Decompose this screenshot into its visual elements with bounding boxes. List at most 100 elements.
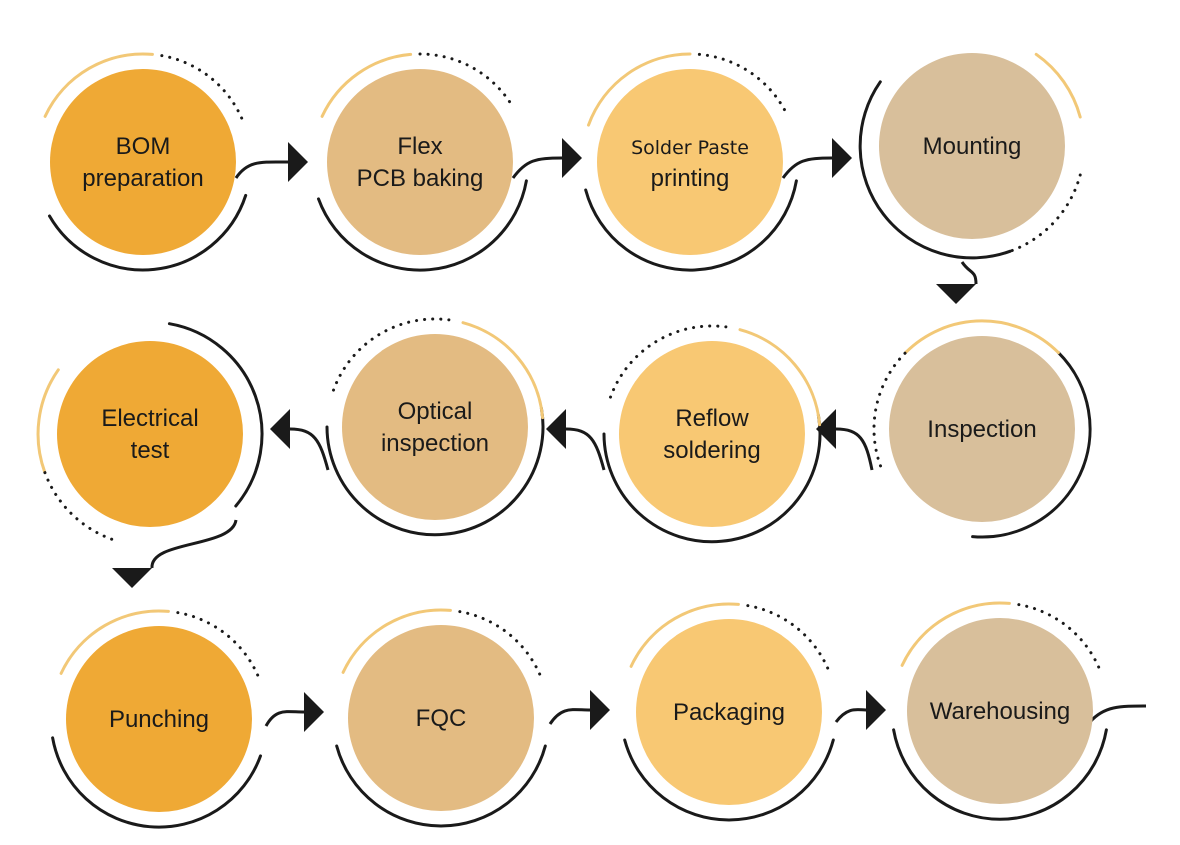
ring-solid-arc [167,322,264,508]
arrowhead-icon [590,690,610,730]
step-node-optical: Optical inspection [342,334,528,520]
connector-line [234,160,289,179]
step-solder [584,52,798,272]
ring-accent-arc [629,602,740,668]
ring-accent-arc [461,321,545,420]
connector-7 [270,409,330,471]
step-reflow [602,324,822,544]
step-circle [66,626,252,812]
ring-solid-arc [584,179,798,272]
arrowhead-icon [304,692,324,732]
step-label-line: preparation [82,165,203,192]
connector-line [835,427,874,471]
step-node-mounting: Mounting [879,53,1065,239]
connector-5 [816,409,874,471]
ring-solid-arc [892,728,1108,821]
step-label-line: Optical [398,398,473,425]
connector-12 [1088,704,1147,724]
step-punching [51,609,262,829]
connector-2 [511,138,582,179]
connector-line [565,427,606,471]
ring-dotted-arc [458,610,544,683]
step-label-line: Flex [397,133,442,160]
arrowhead-icon [936,284,976,304]
step-baking [317,52,528,272]
step-label-line: BOM [116,133,171,160]
ring-solid-arc [48,193,248,272]
step-label-line: Packaging [673,699,785,726]
step-label-line: PCB baking [357,165,484,192]
step-label-line: Inspection [927,416,1036,443]
arrowhead-icon [866,690,886,730]
step-node-warehousing: Warehousing [907,618,1093,804]
decorative-arc-layer [36,52,1108,829]
step-circle [597,69,783,255]
connector-line [289,427,330,471]
ring-solid-arc [325,406,545,537]
ring-accent-arc [904,319,1060,355]
connector-3 [781,138,852,179]
connector-line [548,708,591,725]
connector-line [511,156,563,179]
ring-accent-arc [900,601,1011,667]
step-electrical [36,322,264,541]
step-label-line: Solder Paste [631,137,749,159]
step-node-inspection: Inspection [889,336,1075,522]
step-optical [325,317,545,537]
connector-line [264,710,305,727]
ring-accent-arc [341,608,452,674]
step-node-bom: BOM preparation [50,69,236,255]
connector-9 [264,692,324,732]
step-label-line: Punching [109,706,209,733]
ring-dotted-arc [332,317,456,392]
step-label-line: soldering [663,437,760,464]
connector-line [834,708,867,723]
ring-solid-arc [623,738,835,822]
connector-8 [112,519,238,588]
step-label-line: Warehousing [930,698,1071,725]
step-node-packaging: Packaging [636,619,822,805]
arrowhead-icon [562,138,582,178]
step-circle [879,53,1065,239]
ring-solid-arc [317,179,528,272]
ring-solid-arc [858,80,1012,260]
ring-dotted-arc [43,470,114,541]
ring-solid-arc [335,744,547,828]
ring-dotted-arc [160,54,246,127]
step-circle [889,336,1075,522]
arrowhead-icon [288,142,308,182]
ring-accent-arc [738,328,822,427]
ring-accent-arc [587,52,692,127]
ring-dotted-arc [1017,603,1103,676]
step-label-line: FQC [416,705,467,732]
step-label-line: inspection [381,430,489,457]
connector-4 [936,261,978,304]
connector-layer [112,138,1147,732]
ring-accent-arc [43,52,154,118]
ring-solid-arc [971,351,1092,539]
connector-line [150,519,238,569]
step-circle [619,341,805,527]
step-circle [57,341,243,527]
step-node-punching: Punching [66,626,252,812]
connector-11 [834,690,886,730]
step-warehousing [892,601,1108,821]
arrowhead-icon [816,409,836,449]
step-label-line: Mounting [923,133,1022,160]
ring-dotted-arc [418,52,515,110]
ring-solid-arc [51,736,262,829]
connector-line [781,156,833,179]
step-circle [342,334,528,520]
step-node-fqc: FQC [348,625,534,811]
connector-10 [548,690,610,730]
ring-dotted-arc [176,611,262,684]
step-packaging [623,602,835,822]
arrowhead-icon [270,409,290,449]
ring-accent-arc [36,368,60,474]
arrowhead-icon [112,568,152,588]
arrowhead-icon [832,138,852,178]
